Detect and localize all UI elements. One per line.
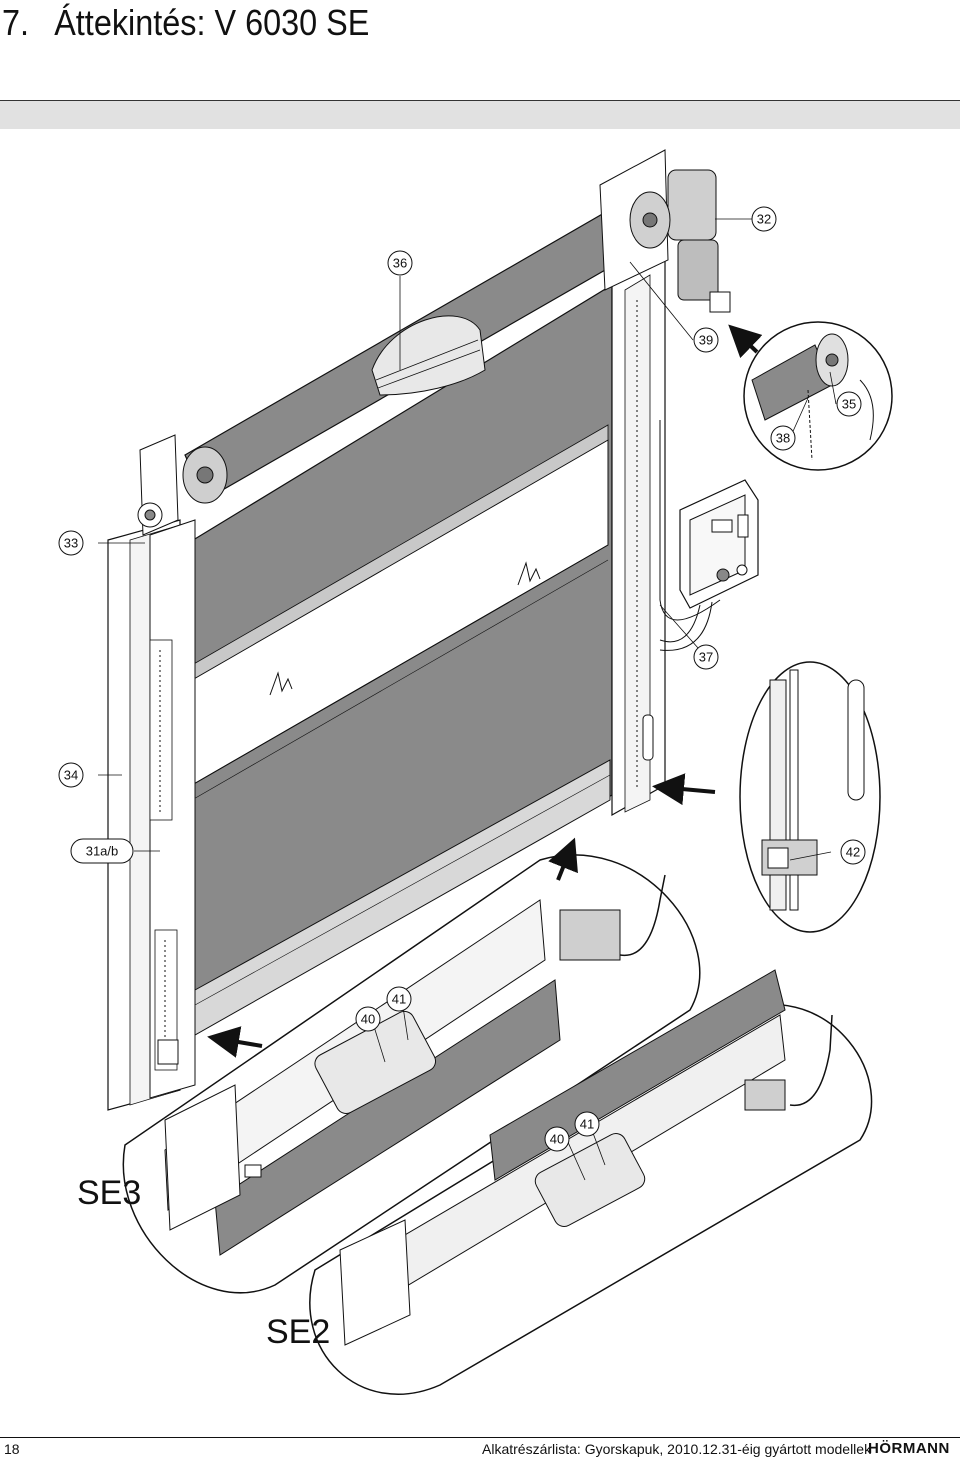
callout-36-label: 36 [393, 256, 407, 271]
right-side-frame [599, 149, 731, 817]
callout-41-se3-label: 41 [392, 992, 406, 1007]
callout-35: 35 [836, 391, 862, 417]
callout-34: 34 [58, 762, 84, 788]
se3-detail [122, 854, 701, 1294]
brand-logo: HÖRMANN [868, 1440, 950, 1457]
callout-40-se3-label: 40 [361, 1012, 375, 1027]
section-number: 7. [2, 2, 30, 43]
leader-lines [98, 218, 837, 1181]
callout-37-label: 37 [699, 650, 713, 665]
pointer-arrows [207, 324, 763, 1058]
callout-42: 42 [840, 839, 866, 865]
callout-40-se3: 40 [355, 1006, 381, 1032]
detail-circle-brake [743, 321, 893, 471]
callout-39-label: 39 [699, 333, 713, 348]
door-curtain [184, 283, 613, 1042]
callouts: 32 36 39 35 38 33 37 34 31a/b 42 40 41 4… [58, 206, 866, 1152]
callout-37: 37 [693, 644, 719, 670]
callout-34-label: 34 [64, 768, 78, 783]
page-number: 18 [4, 1441, 20, 1457]
callout-35-label: 35 [842, 397, 856, 412]
document-title: Alkatrészárlista: Gyorskapuk, 2010.12.31… [482, 1441, 872, 1457]
callout-41-se3: 41 [386, 986, 412, 1012]
callout-40-se2: 40 [544, 1126, 570, 1152]
callout-40-se2-label: 40 [550, 1132, 564, 1147]
variant-se2-label: SE2 [266, 1313, 330, 1351]
callout-38-label: 38 [776, 431, 790, 446]
callout-42-label: 42 [846, 845, 860, 860]
callout-33-label: 33 [64, 536, 78, 551]
callout-32: 32 [751, 206, 777, 232]
callout-31ab-label: 31a/b [86, 844, 119, 859]
callout-31ab: 31a/b [70, 838, 134, 864]
control-box [659, 479, 759, 651]
section-title: Áttekintés: V 6030 SE [54, 2, 370, 43]
left-side-frame [107, 434, 228, 1111]
callout-41-se2-label: 41 [580, 1117, 594, 1132]
callout-33: 33 [58, 530, 84, 556]
callout-36: 36 [387, 250, 413, 276]
detail-circle-photocell [739, 661, 881, 933]
callout-32-label: 32 [757, 212, 771, 227]
se2-detail [309, 969, 873, 1395]
variant-se3-label: SE3 [77, 1174, 141, 1212]
page-footer: 18 Alkatrészárlista: Gyorskapuk, 2010.12… [0, 1437, 960, 1459]
page-title: 7. Áttekintés: V 6030 SE [2, 2, 369, 44]
callout-41-se2: 41 [574, 1111, 600, 1137]
header-bar [0, 100, 960, 129]
callout-39: 39 [693, 327, 719, 353]
callout-38: 38 [770, 425, 796, 451]
